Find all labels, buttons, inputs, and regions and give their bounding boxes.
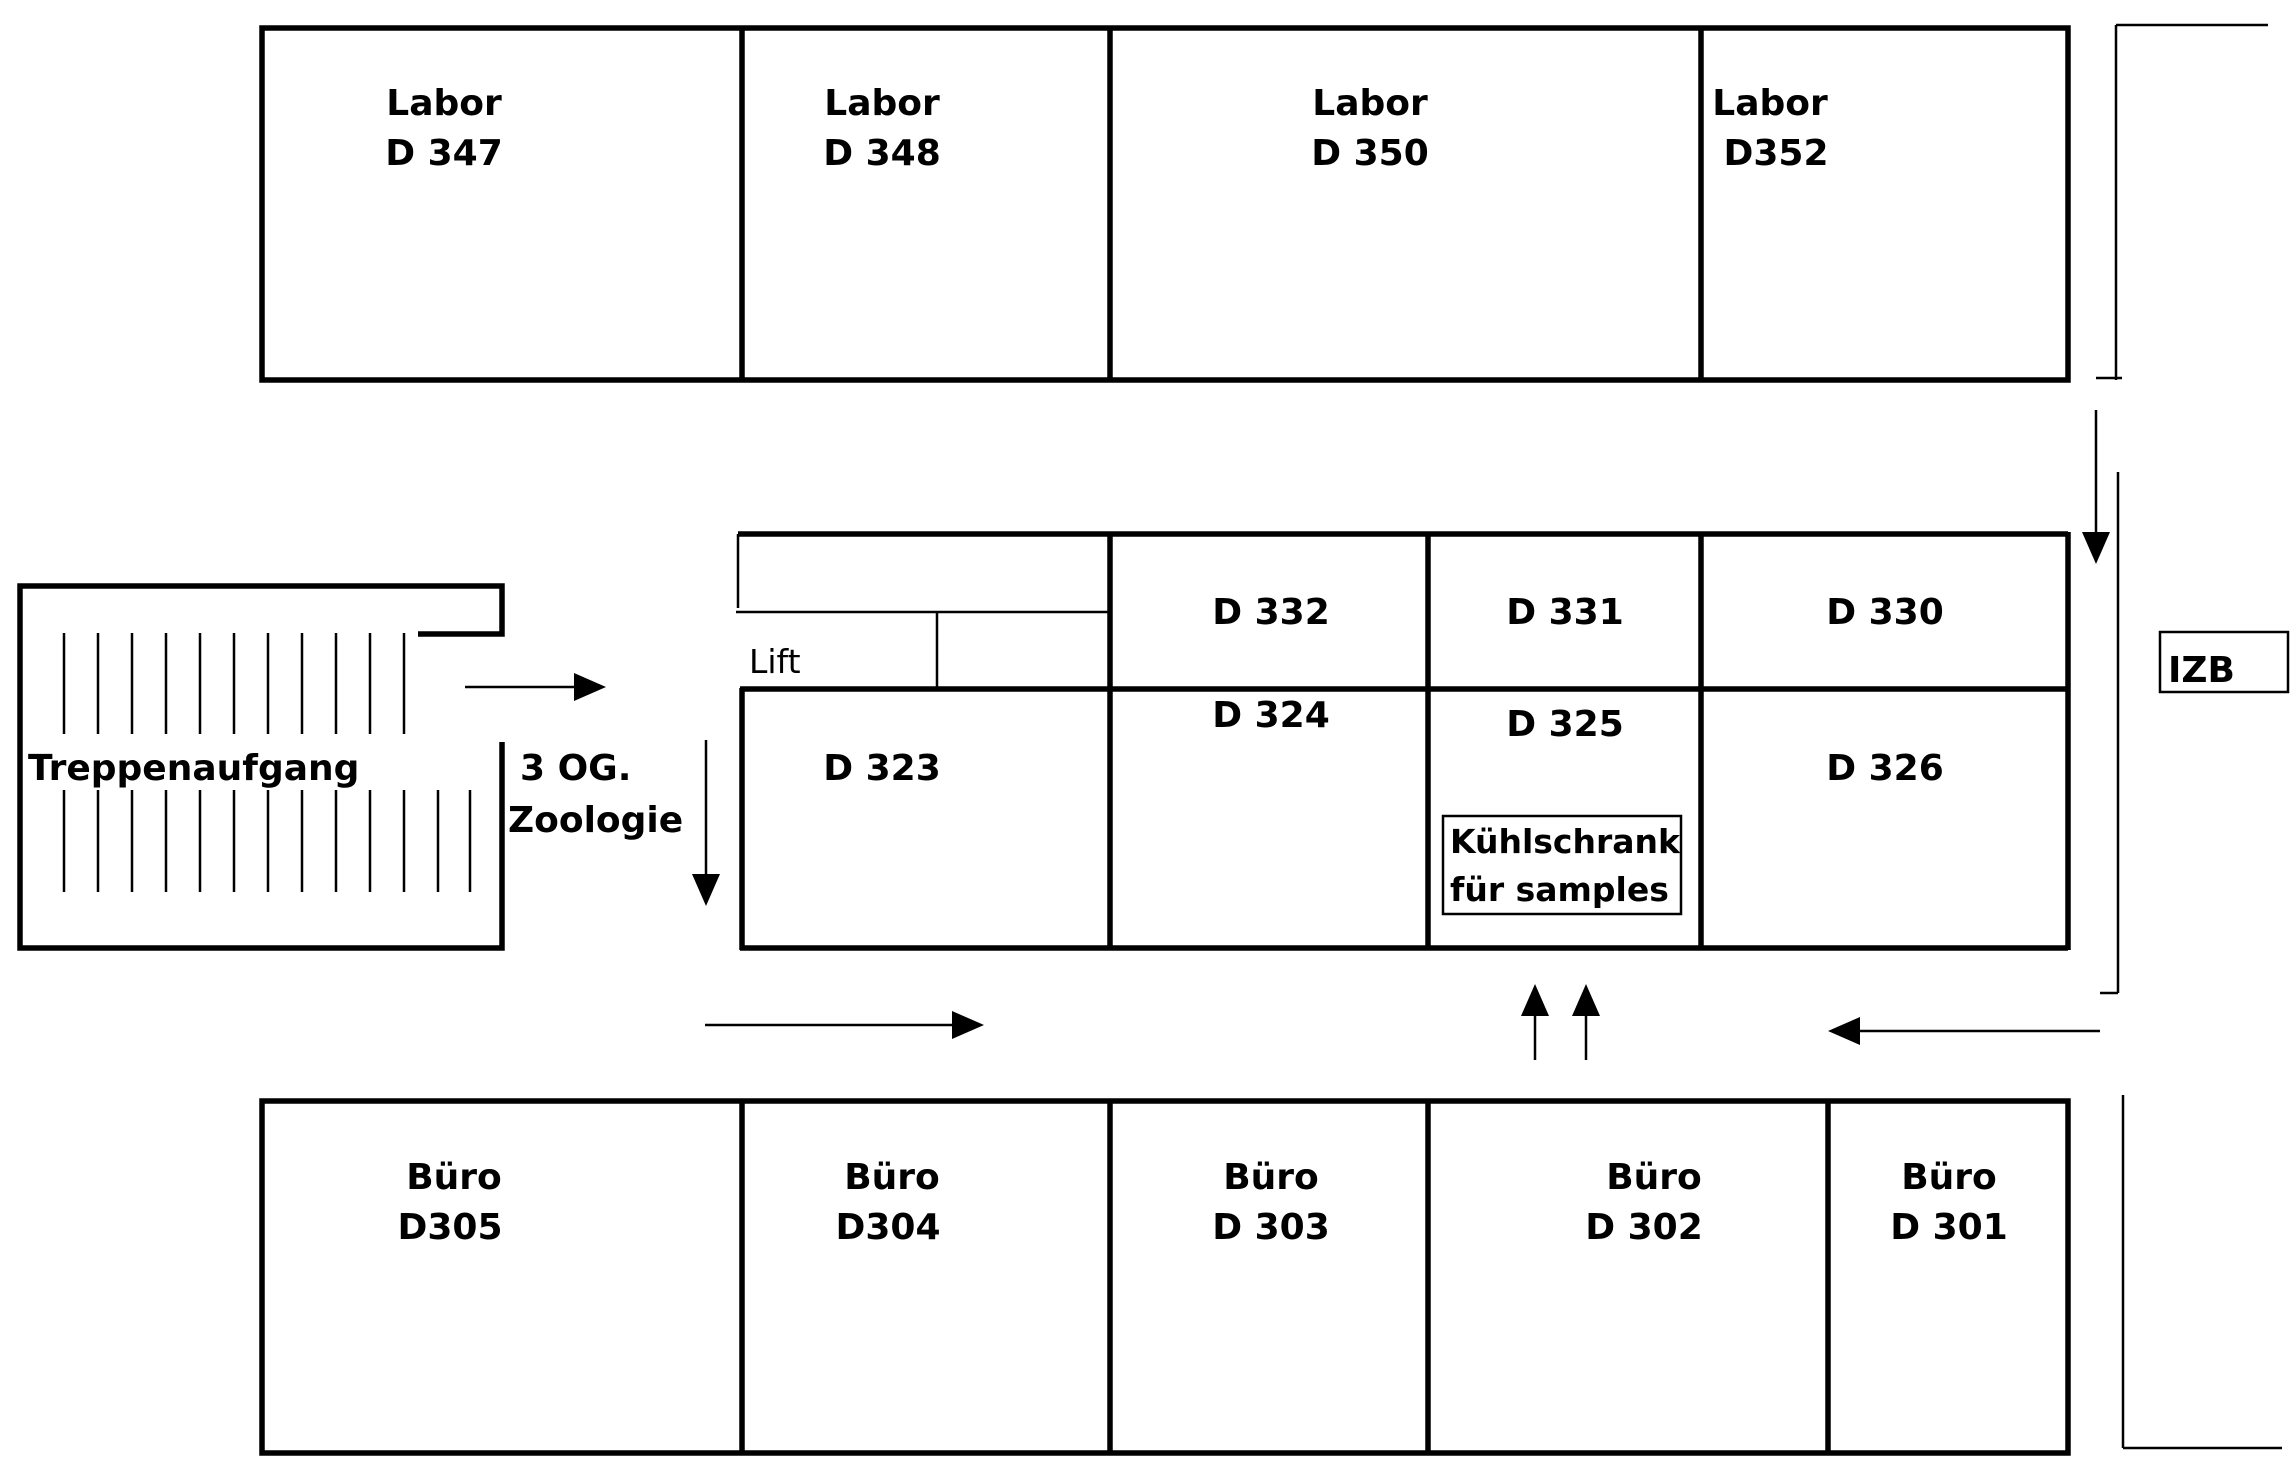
stairs-label: Treppenaufgang [28, 748, 359, 789]
room-type-d303: Büro [1223, 1157, 1319, 1198]
bottom-office-block: Büro D305 Büro D304 Büro D 303 Büro D 30… [259, 1098, 2071, 1456]
bottom-block-outline [259, 1098, 2071, 1456]
floor-label-line-1: 3 OG. [520, 748, 631, 789]
arrow-down-to-corridor [692, 740, 720, 906]
room-type-d352: Labor [1712, 83, 1828, 124]
stair-treads-lower [62, 790, 472, 892]
staircase: Treppenaufgang [17, 583, 505, 951]
room-number-d347: D 347 [385, 133, 503, 174]
room-type-d350: Labor [1312, 83, 1428, 124]
top-block-outline [259, 25, 2071, 383]
room-number-d348: D 348 [823, 133, 941, 174]
room-number-d301: D 301 [1890, 1207, 2008, 1248]
izb-label: IZB [2168, 650, 2235, 691]
izb-bracket-top [2096, 23, 2268, 380]
room-number-d302: D 302 [1585, 1207, 1703, 1248]
room-d326: D 326 [1826, 748, 1944, 789]
arrow-right-from-stairs [465, 673, 606, 701]
arrow-right-corridor [705, 1011, 984, 1039]
room-type-d348: Labor [824, 83, 940, 124]
room-type-d347: Labor [386, 83, 502, 124]
room-type-d304: Büro [844, 1157, 940, 1198]
room-d332: D 332 [1212, 592, 1330, 633]
room-type-d305: Büro [406, 1157, 502, 1198]
izb-bracket-bottom [2121, 1095, 2282, 1450]
arrow-up-left [1521, 984, 1549, 1060]
stair-treads-upper [62, 633, 406, 734]
room-d324: D 324 [1212, 695, 1330, 736]
top-lab-block: Labor D 347 Labor D 348 Labor D 350 Labo… [259, 25, 2071, 383]
room-number-d305: D305 [397, 1207, 502, 1248]
room-d325: D 325 [1506, 704, 1624, 745]
izb-box: IZB [2158, 630, 2290, 694]
middle-block: Lift D 332 D 331 D 330 D 323 D 324 D 325… [736, 531, 2071, 951]
floor-label-line-2: Zoologie [508, 800, 683, 841]
room-d323: D 323 [823, 748, 941, 789]
room-number-d303: D 303 [1212, 1207, 1330, 1248]
room-d330: D 330 [1826, 592, 1944, 633]
arrow-up-right [1572, 984, 1600, 1060]
room-number-d352: D352 [1723, 133, 1828, 174]
fridge-line-2: für samples [1450, 870, 1669, 909]
arrow-down-from-izb [2082, 410, 2110, 564]
room-type-d301: Büro [1901, 1157, 1997, 1198]
fridge-note: Kühlschrank für samples [1441, 814, 1683, 916]
room-type-d302: Büro [1606, 1157, 1702, 1198]
izb-bracket-middle [2100, 472, 2120, 995]
arrow-left-corridor [1828, 1017, 2100, 1045]
room-d331: D 331 [1506, 592, 1624, 633]
fridge-line-1: Kühlschrank [1450, 822, 1681, 861]
room-number-d304: D304 [835, 1207, 940, 1248]
room-number-d350: D 350 [1311, 133, 1429, 174]
lift-label: Lift [749, 642, 801, 681]
